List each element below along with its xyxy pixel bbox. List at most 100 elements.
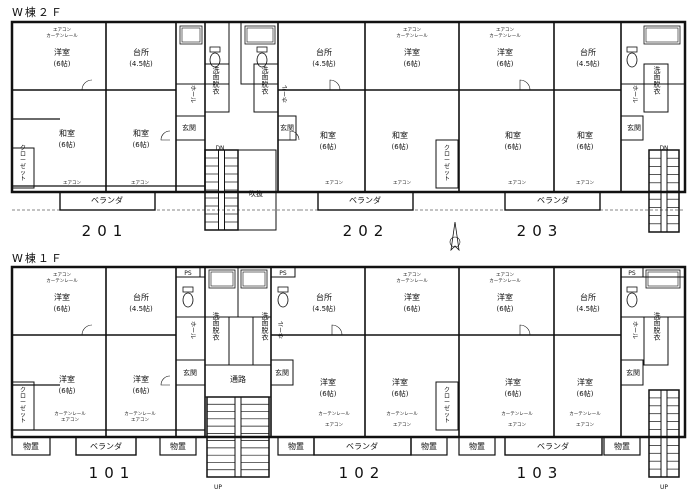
lower-stair-right-up: UP [660,484,668,491]
102-wb-rail: カーテンレール [318,411,350,417]
101-wb-aircon: エアコン [61,417,79,423]
103-western-b-size: (6帖) [505,389,522,398]
toilet-202 [256,52,268,68]
201-jp-a-aircon: エアコン [63,180,81,186]
102-western-curtain-rail: カーテンレール [396,278,428,284]
201-japanese-a-name: 和室 [59,128,75,138]
103-kitchen-size: (4.5帖) [576,304,600,313]
unit-103: 103 [517,464,564,482]
101-washroom: 洗面脱衣 [213,311,220,341]
102-western-name: 洋室 [404,292,420,302]
upper-stair-left-newel [218,149,225,231]
102-kitchen-size: (4.5帖) [312,304,336,313]
upper-washroom-203 [643,63,669,113]
102-western-size: (6帖) [404,304,421,313]
103-storage-right: 物置 [614,441,630,451]
202-japanese-a-size: (6帖) [320,142,337,151]
unit-102: 102 [339,464,386,482]
toilet-103-tank [626,286,638,293]
ps-103-label: PS [628,270,636,277]
103-hall: ホール [631,321,638,339]
101-wc-rail: カーテンレール [124,411,156,417]
storage-103-right [603,436,641,456]
door-103-a [519,324,531,336]
202-western-name: 洋室 [404,47,420,57]
202-veranda: ベランダ [349,195,381,205]
203-japanese-b-name: 和室 [577,130,593,140]
bathtub-201 [179,25,203,45]
upper-washroom-201 [204,63,230,113]
storage-101-right [159,436,197,456]
203-veranda: ベランダ [537,195,569,205]
upper-entrance-202 [277,115,297,141]
lower-stair-right [648,389,680,478]
upper-stair-right-dn: DN [659,145,668,152]
102-wc-aircon: エアコン [393,422,411,428]
lower-stair-left-newel [234,396,242,478]
ps-102-label: PS [279,270,287,277]
101-kitchen-size: (4.5帖) [129,304,153,313]
upper-bath-203 [620,21,686,85]
103-storage-left: 物置 [469,441,485,451]
toilet-101 [182,292,194,308]
door-202-a [329,79,341,91]
north-arrow-icon [450,221,460,252]
201-western-name: 洋室 [54,47,70,57]
102-entrance: 玄関 [275,368,289,377]
202-japanese-b-size: (6帖) [392,142,409,151]
labels: W棟２ＦW棟１Ｆ洋室(6帖)台所(4.5帖)和室(6帖)和室(6帖)エアコンカー… [12,5,669,491]
102-storage-right: 物置 [421,441,437,451]
upper-atrium [237,149,277,231]
bathtub-203-inner [645,27,679,43]
201-veranda: ベランダ [91,195,123,205]
202-jp-b-aircon: エアコン [393,180,411,186]
lower-veranda-101 [75,436,137,456]
toilet-202-tank [256,46,268,53]
toilet-203-tank [626,46,638,53]
202-western-aircon: エアコン [403,27,421,33]
north-arrow-circle [449,236,461,248]
203-kitchen-size: (4.5帖) [576,59,600,68]
unit-203: 203 [517,222,564,240]
103-veranda: ベランダ [537,441,569,451]
103-kitchen-name: 台所 [580,292,596,302]
lower-closet-101 [11,381,35,431]
lower-stair-left-up: UP [214,484,222,491]
203-jp-b-aircon: エアコン [576,180,594,186]
bathtub-202-inner [246,27,274,43]
upper-bath-202 [240,21,279,85]
201-western-size: (6帖) [54,59,71,68]
103-closet-label: クローゼット [444,387,450,425]
storage-103-left [458,436,496,456]
201-hall: ホール [189,85,196,103]
103-western-c-size: (6帖) [577,389,594,398]
102-western-b-name: 洋室 [320,377,336,387]
101-wb-rail: カーテンレール [54,411,86,417]
202-kitchen-size: (4.5帖) [312,59,336,68]
bathtub-202 [244,25,276,45]
door-201-b [160,130,171,141]
102-hall: ホール [278,321,285,339]
102-western-c-size: (6帖) [392,389,409,398]
door-203-a [519,79,531,91]
upper-closet-202 [435,139,459,189]
upper-stair-left-dn: DN [215,145,224,152]
103-wc-aircon: エアコン [576,422,594,428]
202-jp-a-aircon: エアコン [325,180,343,186]
103-washroom: 洗面脱衣 [654,311,661,341]
101-storage-left: 物置 [23,441,39,451]
toilet-203 [626,52,638,68]
lower-closet-103 [435,381,459,431]
203-hall: ホール [631,85,638,103]
201-japanese-a-size: (6帖) [59,140,76,149]
bathtub-103 [645,269,681,289]
lower-veranda-103 [504,436,603,456]
203-jp-a-aircon: エアコン [508,180,526,186]
ps-101-label: PS [184,270,192,277]
201-western-aircon: エアコン [53,27,71,33]
101-kitchen-name: 台所 [133,292,149,302]
101-western-name: 洋室 [54,292,70,302]
door-102-a [331,324,343,336]
lower-floor-title: W棟１Ｆ [12,251,64,265]
unit-101: 101 [89,464,136,482]
